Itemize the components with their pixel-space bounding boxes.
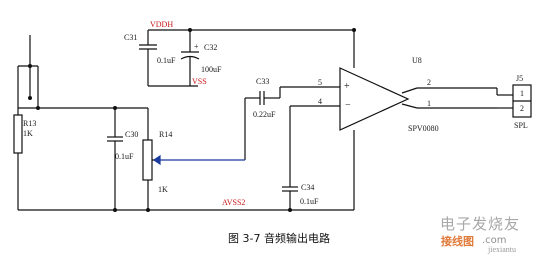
r13-resistor [13,114,23,154]
label-spv0080: SPV0080 [408,124,439,133]
label-c31: C31 [124,33,138,42]
label-vss: VSS [192,77,207,86]
label-c30: C30 [125,130,139,139]
r14-resistor [142,139,153,181]
out-pin2-lead [401,87,418,94]
label-pin5: 5 [318,78,322,87]
label-r14: R14 [159,130,173,139]
label-c33: C33 [256,77,270,86]
figure-caption: 图 3-7 音频输出电路 [228,232,330,245]
junction-dot [36,106,40,110]
junction-dot [352,28,356,32]
label-c32: C32 [204,43,218,52]
label-r14-value: 1K [158,185,168,194]
label-c34: C34 [301,183,315,192]
label-c33-value: 0.22uF [253,110,276,119]
junction-dot [288,208,292,212]
c32-plate-bottom-curved [180,55,200,60]
junction-dot [188,28,192,32]
label-vddh: VDDH [150,20,174,29]
label-j5-pin2: 2 [520,104,524,113]
junction-dot [28,96,32,100]
label-spl: SPL [514,121,528,130]
label-out-pin1: 1 [427,99,431,108]
label-c34-value: 0.1uF [300,197,319,206]
label-j5: J5 [516,74,524,83]
label-r13-value: 1K [23,129,33,138]
junctions [28,28,356,212]
label-j5-pin1: 1 [520,89,524,98]
junction-dot [113,106,117,110]
junction-dot [113,208,117,212]
label-c30-value: 0.1uF [115,152,134,161]
label-c32-plus: + [194,42,199,51]
watermark-url: jiexiantu [488,245,516,254]
out-pin1-lead [401,103,418,109]
label-amp-plus: + [344,81,350,92]
label-u8: U8 [412,56,422,65]
label-avss2: AVSS2 [222,198,246,207]
label-pin4: 4 [318,97,322,106]
watermark-domain: .com [482,235,507,246]
junction-dot [146,208,150,212]
watermark-subtitle: 接线图 [441,235,474,248]
label-out-pin2: 2 [427,78,431,87]
watermark-site-name: 电子发烧友 [440,215,521,233]
label-amp-minus: − [345,100,351,111]
label-c31-value: 0.1uF [157,56,176,65]
label-r13: R13 [23,119,37,128]
label-c32-value: 100uF [201,65,222,74]
r14-wiper [152,154,245,166]
amplifier-u8 [339,67,410,131]
junction-dot [28,64,32,68]
